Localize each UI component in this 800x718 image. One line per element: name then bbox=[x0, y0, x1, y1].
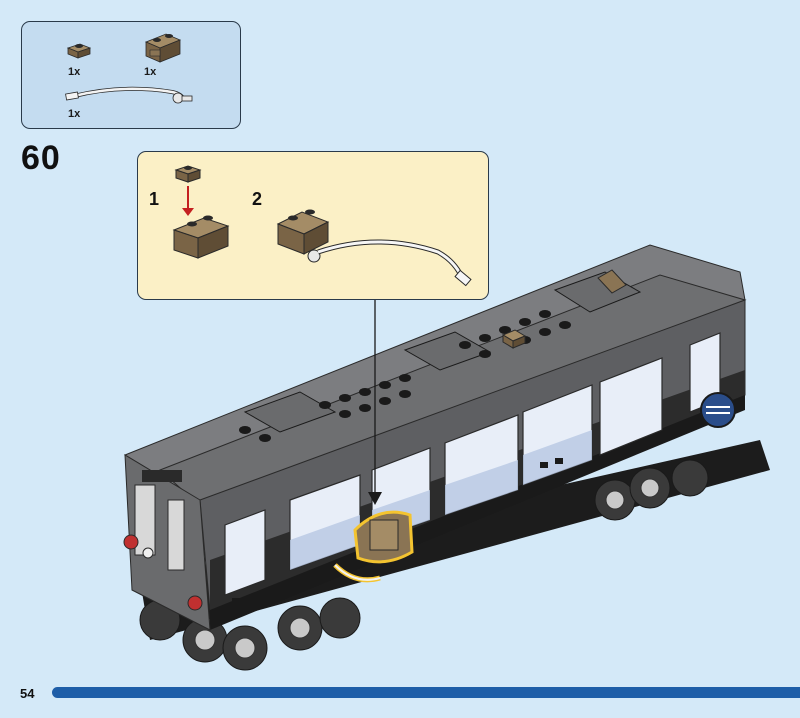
down-arrow-icon bbox=[182, 208, 194, 216]
step-number: 60 bbox=[21, 139, 61, 177]
substep-number: 1 bbox=[149, 189, 160, 209]
roof-hatches bbox=[243, 271, 642, 433]
side-vents bbox=[232, 458, 563, 604]
parts-list-panel: 1x 1x 1x bbox=[21, 21, 241, 129]
page-number: 54 bbox=[20, 686, 35, 701]
substep1-plate bbox=[174, 165, 202, 183]
substep-callout-panel: 1 2 bbox=[137, 151, 489, 300]
part-flex-hose bbox=[65, 86, 193, 104]
highlighted-part bbox=[333, 510, 414, 583]
part-qty: 1x bbox=[144, 66, 157, 78]
substep1-brick bbox=[172, 215, 230, 259]
substep-illustrations bbox=[172, 165, 472, 287]
part-brick-clip bbox=[144, 33, 182, 63]
part-plate-1x1 bbox=[66, 43, 92, 59]
roof-studs bbox=[239, 310, 571, 442]
part-qty: 1x bbox=[68, 66, 81, 78]
part-qty: 1x bbox=[68, 108, 81, 120]
parts-illustrations bbox=[65, 33, 193, 104]
roof-brick bbox=[501, 329, 527, 349]
callout-arrow-icon bbox=[368, 492, 382, 505]
roof-antenna-brick bbox=[597, 269, 627, 294]
substep2-assembly bbox=[276, 209, 472, 287]
train-body bbox=[123, 244, 747, 631]
substep-number: 2 bbox=[252, 189, 263, 209]
rail-emblem bbox=[700, 392, 736, 428]
progress-bar bbox=[52, 687, 800, 698]
